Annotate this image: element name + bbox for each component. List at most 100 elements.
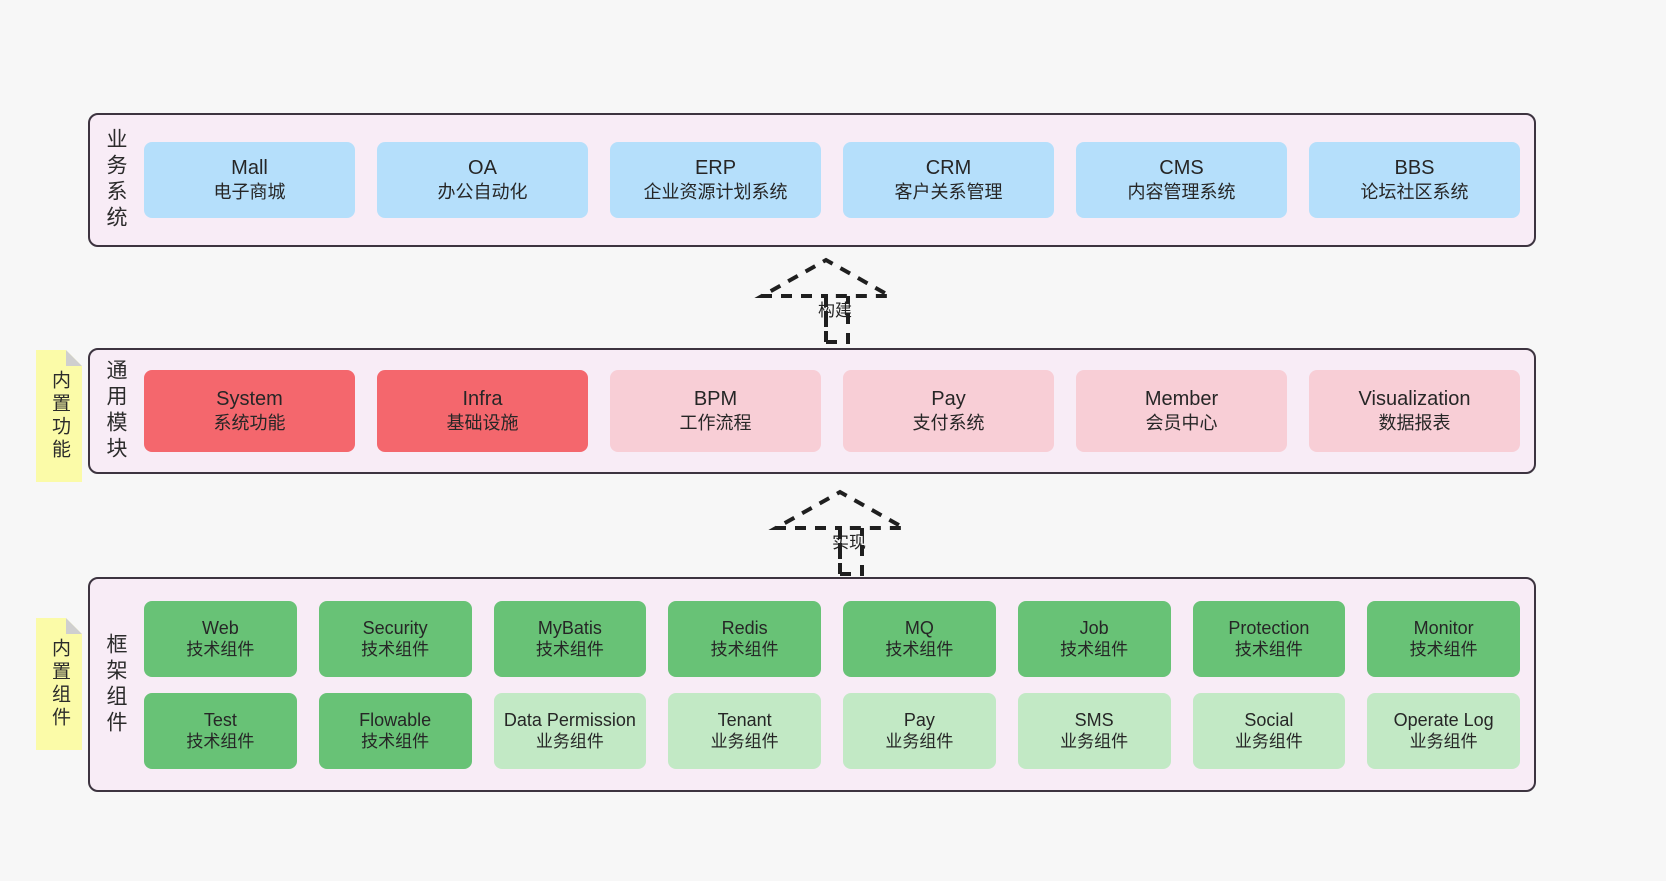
layer-body-business-system: Mall 电子商城 OA 办公自动化 ERP 企业资源计划系统 CRM 客户关系… [140, 115, 1534, 245]
card-title: ERP [694, 157, 737, 180]
card-data-permission[interactable]: Data Permission 业务组件 [493, 692, 647, 769]
layer-business-system: 业务系统 Mall 电子商城 OA 办公自动化 ERP 企业资源计划系统 CRM… [88, 113, 1536, 247]
card-title: Flowable [359, 709, 432, 730]
arrow-implement: 实现 [768, 489, 920, 576]
layer-title-business-system: 业务系统 [104, 128, 128, 232]
layer-body-common-module: System 系统功能 Infra 基础设施 BPM 工作流程 Pay 支付系统… [140, 350, 1534, 472]
card-subtitle: 技术组件 [1234, 640, 1303, 660]
card-title: Tenant [717, 709, 772, 730]
card-bbs[interactable]: BBS 论坛社区系统 [1309, 142, 1520, 218]
card-subtitle: 技术组件 [1409, 640, 1478, 660]
card-subtitle: 技术组件 [885, 640, 954, 660]
card-title: Infra [462, 388, 503, 411]
card-pay-component[interactable]: Pay 业务组件 [843, 692, 996, 769]
card-social[interactable]: Social 业务组件 [1192, 692, 1346, 769]
card-sms[interactable]: SMS 业务组件 [1017, 692, 1171, 769]
card-subtitle: 论坛社区系统 [1360, 182, 1469, 203]
layer-title-framework-component: 框架组件 [104, 632, 128, 737]
card-title: CMS [1159, 157, 1204, 180]
card-title: MyBatis [537, 617, 602, 638]
card-subtitle: 技术组件 [186, 640, 255, 660]
card-mybatis[interactable]: MyBatis 技术组件 [493, 600, 647, 677]
card-subtitle: 会员中心 [1145, 413, 1218, 434]
framework-tech-row: Web 技术组件 Security 技术组件 MyBatis 技术组件 Redi… [144, 600, 1520, 677]
card-cms[interactable]: CMS 内容管理系统 [1076, 142, 1287, 218]
common-module-row: System 系统功能 Infra 基础设施 BPM 工作流程 Pay 支付系统… [144, 370, 1520, 452]
card-subtitle: 客户关系管理 [894, 182, 1003, 203]
card-redis[interactable]: Redis 技术组件 [668, 600, 821, 677]
card-title: Security [362, 617, 428, 638]
card-subtitle: 企业资源计划系统 [643, 182, 788, 203]
layer-common-module: 通用模块 System 系统功能 Infra 基础设施 BPM 工作流程 Pay… [88, 348, 1536, 474]
card-subtitle: 基础设施 [446, 413, 519, 434]
layer-title-common-module: 通用模块 [104, 359, 128, 463]
card-title: Test [203, 709, 237, 730]
card-job[interactable]: Job 技术组件 [1017, 600, 1171, 677]
card-tenant[interactable]: Tenant 业务组件 [668, 692, 821, 769]
card-crm[interactable]: CRM 客户关系管理 [843, 142, 1054, 218]
card-title: Job [1079, 617, 1109, 638]
card-member[interactable]: Member 会员中心 [1076, 370, 1287, 452]
arrow-build: 构建 [754, 257, 906, 344]
card-infra[interactable]: Infra 基础设施 [377, 370, 588, 452]
card-pay-module[interactable]: Pay 支付系统 [843, 370, 1054, 452]
card-web[interactable]: Web 技术组件 [144, 600, 297, 677]
card-title: Redis [721, 617, 768, 638]
card-test[interactable]: Test 技术组件 [144, 692, 297, 769]
card-title: MQ [904, 617, 934, 638]
card-visualization[interactable]: Visualization 数据报表 [1309, 370, 1520, 452]
card-subtitle: 业务组件 [535, 732, 604, 752]
card-subtitle: 技术组件 [361, 732, 430, 752]
card-subtitle: 系统功能 [213, 413, 286, 434]
card-flowable[interactable]: Flowable 技术组件 [318, 692, 472, 769]
note-builtin-function: 内置功能 [36, 350, 82, 482]
card-subtitle: 数据报表 [1378, 413, 1451, 434]
note-builtin-component: 内置组件 [36, 618, 82, 750]
card-subtitle: 技术组件 [535, 640, 604, 660]
card-title: OA [468, 157, 497, 180]
card-mall[interactable]: Mall 电子商城 [144, 142, 355, 218]
card-subtitle: 技术组件 [361, 640, 430, 660]
layer-body-framework-component: Web 技术组件 Security 技术组件 MyBatis 技术组件 Redi… [140, 579, 1534, 790]
note-builtin-component-label: 内置组件 [48, 638, 70, 730]
card-protection[interactable]: Protection 技术组件 [1192, 600, 1346, 677]
card-title: System [216, 388, 283, 411]
card-title: CRM [925, 157, 972, 180]
layer-framework-component: 框架组件 Web 技术组件 Security 技术组件 MyBatis 技术组件… [88, 577, 1536, 792]
note-fold-icon [66, 618, 82, 634]
card-subtitle: 办公自动化 [437, 182, 528, 203]
card-mq[interactable]: MQ 技术组件 [843, 600, 996, 677]
arrow-implement-label: 实现 [832, 533, 866, 552]
card-security[interactable]: Security 技术组件 [318, 600, 472, 677]
note-fold-icon [66, 350, 82, 366]
card-oa[interactable]: OA 办公自动化 [377, 142, 588, 218]
card-title: Protection [1228, 617, 1310, 638]
card-subtitle: 业务组件 [1060, 732, 1129, 752]
card-title: Pay [931, 388, 966, 411]
card-subtitle: 业务组件 [1234, 732, 1303, 752]
framework-business-row: Test 技术组件 Flowable 技术组件 Data Permission … [144, 692, 1520, 769]
card-system[interactable]: System 系统功能 [144, 370, 355, 452]
card-title: Mall [231, 157, 268, 180]
arrow-build-label: 构建 [818, 301, 852, 320]
card-operate-log[interactable]: Operate Log 业务组件 [1367, 692, 1520, 769]
note-builtin-function-label: 内置功能 [48, 370, 70, 462]
card-title: Web [202, 617, 239, 638]
card-subtitle: 工作流程 [679, 413, 752, 434]
card-title: BPM [693, 388, 738, 411]
card-title: Member [1144, 388, 1219, 411]
card-subtitle: 支付系统 [912, 413, 985, 434]
card-title: Visualization [1358, 388, 1471, 411]
card-title: Data Permission [503, 709, 636, 730]
card-erp[interactable]: ERP 企业资源计划系统 [610, 142, 821, 218]
card-title: Pay [903, 709, 935, 730]
card-subtitle: 技术组件 [186, 732, 255, 752]
card-bpm[interactable]: BPM 工作流程 [610, 370, 821, 452]
card-title: Social [1244, 709, 1294, 730]
business-system-row: Mall 电子商城 OA 办公自动化 ERP 企业资源计划系统 CRM 客户关系… [144, 142, 1520, 218]
card-subtitle: 业务组件 [1409, 732, 1478, 752]
card-subtitle: 技术组件 [710, 640, 779, 660]
card-title: Operate Log [1393, 709, 1494, 730]
card-monitor[interactable]: Monitor 技术组件 [1367, 600, 1520, 677]
